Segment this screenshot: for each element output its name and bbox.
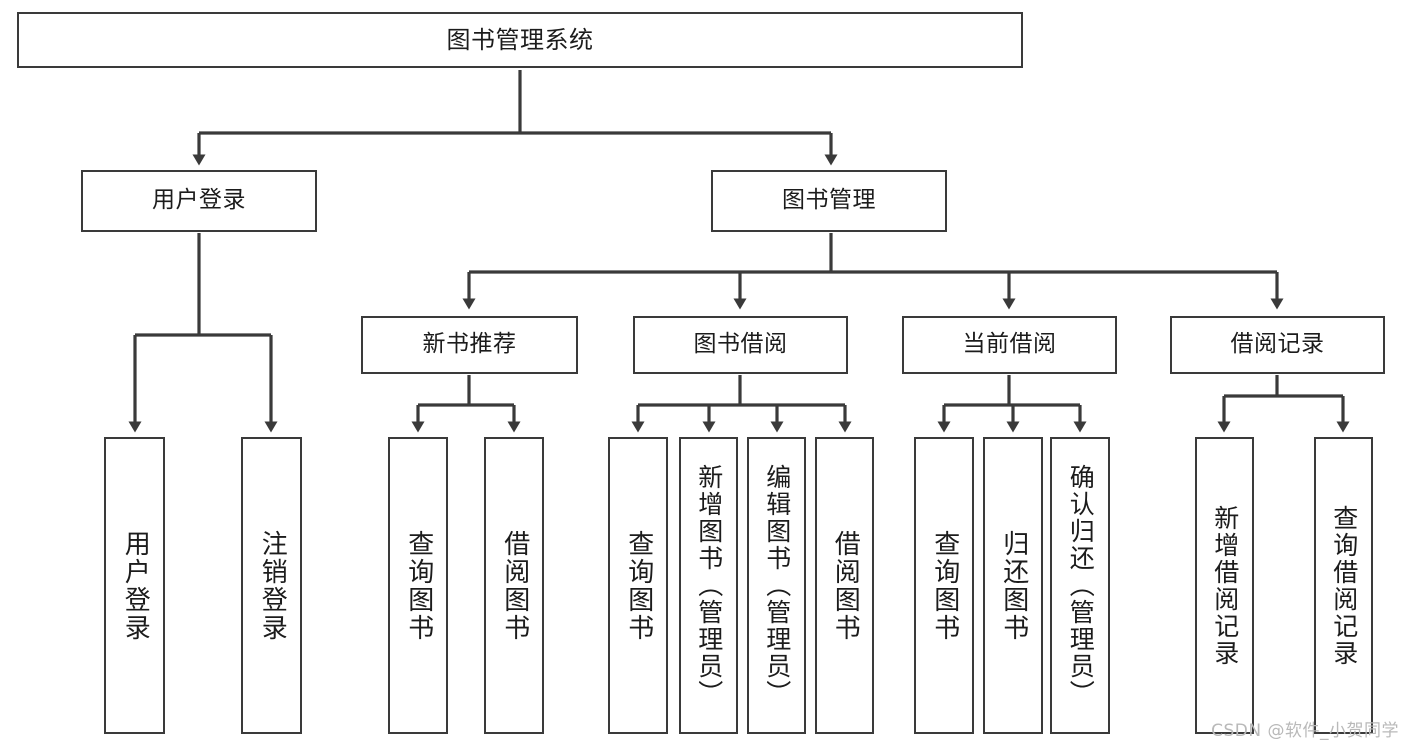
node-book-management[interactable]: 图书管理	[711, 170, 947, 232]
leaf-add-borrow-record[interactable]: 新增借阅记录	[1195, 437, 1254, 734]
leaf-user-login[interactable]: 用户登录	[104, 437, 165, 734]
node-root-label: 图书管理系统	[446, 25, 594, 54]
leaf-user-login-label: 用户登录	[120, 529, 151, 642]
leaf-confirm-return-admin[interactable]: 确认归还（管理员）	[1050, 437, 1110, 734]
leaf-query-borrow-record[interactable]: 查询借阅记录	[1314, 437, 1373, 734]
node-user-login[interactable]: 用户登录	[81, 170, 317, 232]
leaf-query-borrow-record-label: 查询借阅记录	[1329, 504, 1359, 667]
node-borrow-record[interactable]: 借阅记录	[1170, 316, 1385, 374]
leaf-borrow-book[interactable]: 借阅图书	[815, 437, 874, 734]
leaf-add-book-admin[interactable]: 新增图书（管理员）	[679, 437, 738, 734]
leaf-return-book-label: 归还图书	[998, 529, 1029, 642]
leaf-borrow-book-label: 借阅图书	[830, 529, 861, 642]
leaf-query-book-borrow[interactable]: 查询图书	[608, 437, 668, 734]
leaf-query-book-current-label: 查询图书	[929, 529, 960, 642]
leaf-borrow-book-recommend[interactable]: 借阅图书	[484, 437, 544, 734]
node-book-borrow-label: 图书借阅	[693, 331, 788, 358]
leaf-add-borrow-record-label: 新增借阅记录	[1210, 504, 1240, 667]
node-new-book-recommend[interactable]: 新书推荐	[361, 316, 578, 374]
leaf-query-book-borrow-label: 查询图书	[623, 529, 654, 642]
leaf-return-book[interactable]: 归还图书	[983, 437, 1043, 734]
leaf-query-book-recommend[interactable]: 查询图书	[388, 437, 448, 734]
node-book-borrow[interactable]: 图书借阅	[633, 316, 848, 374]
node-new-book-recommend-label: 新书推荐	[422, 331, 517, 358]
leaf-query-book-recommend-label: 查询图书	[403, 529, 434, 642]
watermark: CSDN @软件_小贺同学	[1211, 721, 1399, 741]
leaf-add-book-admin-label: 新增图书（管理员）	[694, 464, 724, 707]
node-book-management-label: 图书管理	[782, 187, 876, 214]
leaf-logout[interactable]: 注销登录	[241, 437, 302, 734]
leaf-query-book-current[interactable]: 查询图书	[914, 437, 974, 734]
leaf-borrow-book-recommend-label: 借阅图书	[499, 529, 530, 642]
node-user-login-label: 用户登录	[152, 187, 246, 214]
leaf-confirm-return-admin-label: 确认归还（管理员）	[1066, 464, 1096, 707]
node-current-borrow-label: 当前借阅	[962, 331, 1057, 358]
leaf-edit-book-admin[interactable]: 编辑图书（管理员）	[747, 437, 806, 734]
leaf-logout-label: 注销登录	[257, 529, 288, 642]
node-current-borrow[interactable]: 当前借阅	[902, 316, 1117, 374]
node-borrow-record-label: 借阅记录	[1230, 331, 1325, 358]
node-root[interactable]: 图书管理系统	[17, 12, 1023, 68]
leaf-edit-book-admin-label: 编辑图书（管理员）	[762, 464, 792, 707]
